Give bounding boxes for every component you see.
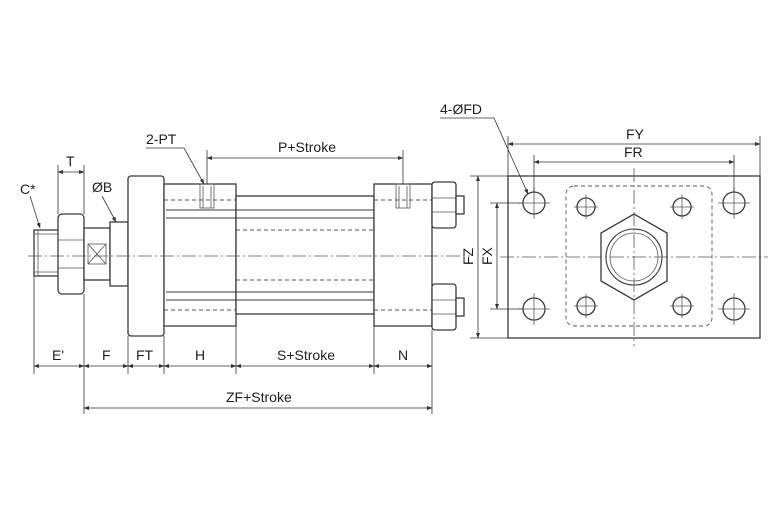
dim-t-label: T — [66, 153, 75, 169]
dim-zf-stroke-label: ZF+Stroke — [226, 389, 292, 405]
dim-p-stroke-label: P+Stroke — [278, 139, 336, 155]
front-view — [500, 168, 768, 346]
tie-rod-nut-lower — [431, 283, 465, 331]
dim-ft-label: FT — [136, 347, 154, 363]
dim-fr-label: FR — [624, 144, 643, 160]
dim-fz-label: FZ — [460, 247, 476, 265]
dim-pt-label: 2-PT — [146, 131, 177, 147]
dim-b-label: ØB — [92, 179, 112, 195]
side-view-dimensions: T C* ØB 2-PT P+Stroke E' F FT H S+ — [20, 131, 433, 414]
dim-n-label: N — [398, 347, 408, 363]
dim-fd-label: 4-ØFD — [440, 101, 482, 117]
dim-fx-label: FX — [479, 246, 495, 265]
cylinder-tube — [235, 195, 375, 315]
side-view — [28, 175, 470, 337]
dim-h-label: H — [195, 347, 205, 363]
dim-s-stroke-label: S+Stroke — [277, 347, 335, 363]
dim-f-label: F — [102, 347, 111, 363]
cap-end — [373, 183, 433, 327]
front-view-dimensions: 4-ØFD FY FR FZ FX — [440, 101, 761, 339]
rod-nut — [57, 213, 85, 295]
tie-rod-nut-upper — [431, 181, 465, 229]
rod-bushing — [109, 221, 129, 287]
inner-body-outline — [565, 185, 713, 327]
dim-c-label: C* — [20, 181, 36, 197]
dim-e-label: E' — [52, 347, 64, 363]
dim-fy-label: FY — [626, 126, 645, 142]
